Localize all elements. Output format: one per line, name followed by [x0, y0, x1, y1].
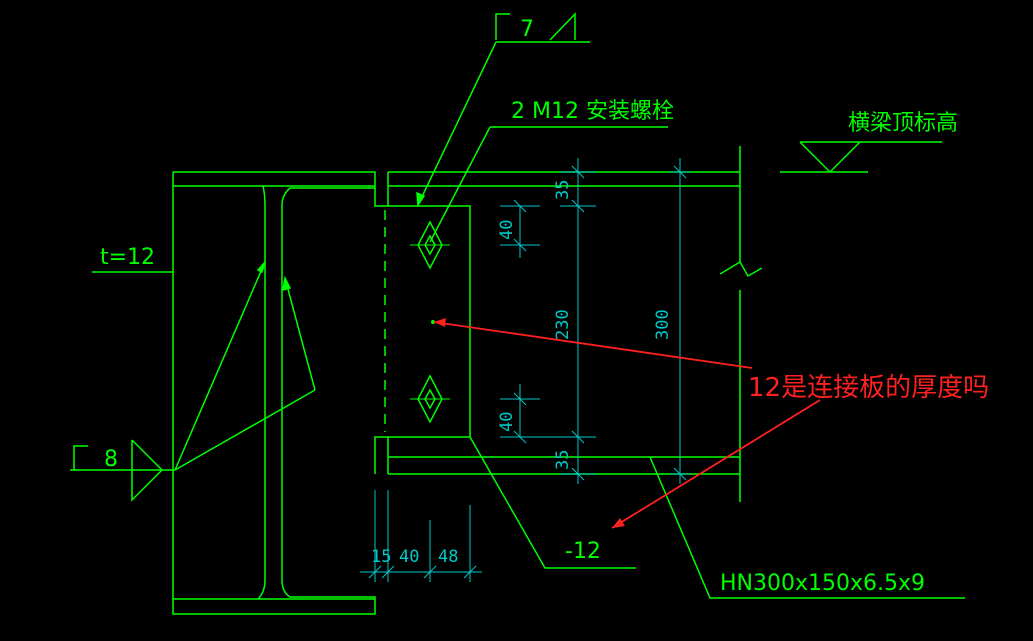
dim-40-h2: 48 — [438, 547, 458, 567]
weld-leaders — [174, 261, 316, 471]
beam-top-elevation-label: 横梁顶标高 — [848, 111, 958, 136]
dim-230: 230 — [553, 309, 573, 340]
dimension-lines — [360, 158, 690, 582]
red-annotation-arrows — [433, 318, 821, 529]
plate-callout-leader — [469, 436, 636, 569]
dim-40-top: 40 — [497, 220, 517, 240]
plate-center-mark — [431, 320, 435, 324]
weld-symbol-left — [70, 439, 175, 502]
dim-35-bottom: 35 — [553, 450, 573, 470]
dim-40-h1: 40 — [399, 547, 419, 567]
bolt-note: 2 M12 安装螺栓 — [511, 99, 674, 124]
question-annotation: 12是连接板的厚度吗 — [748, 373, 989, 403]
weld-symbol-top — [416, 12, 590, 208]
weld-size-left: 8 — [104, 447, 118, 472]
dim-15: 15 — [371, 547, 391, 567]
dim-40-bottom: 40 — [497, 412, 517, 432]
plate-callout: -12 — [565, 539, 601, 564]
elevation-symbol — [780, 141, 942, 174]
bolt-bottom — [410, 374, 450, 424]
dim-300: 300 — [653, 309, 673, 340]
beam-and-plate — [374, 146, 763, 502]
column-section — [172, 171, 376, 615]
beam-section-leader — [649, 456, 965, 599]
weld-size-top: 7 — [520, 17, 534, 42]
bolt-note-leader — [429, 126, 668, 243]
dim-35-top: 35 — [553, 180, 573, 200]
stiffener-thickness-label: t=12 — [100, 245, 155, 270]
beam-section-label: HN300x150x6.5x9 — [720, 571, 925, 596]
bolt-top — [410, 220, 450, 270]
